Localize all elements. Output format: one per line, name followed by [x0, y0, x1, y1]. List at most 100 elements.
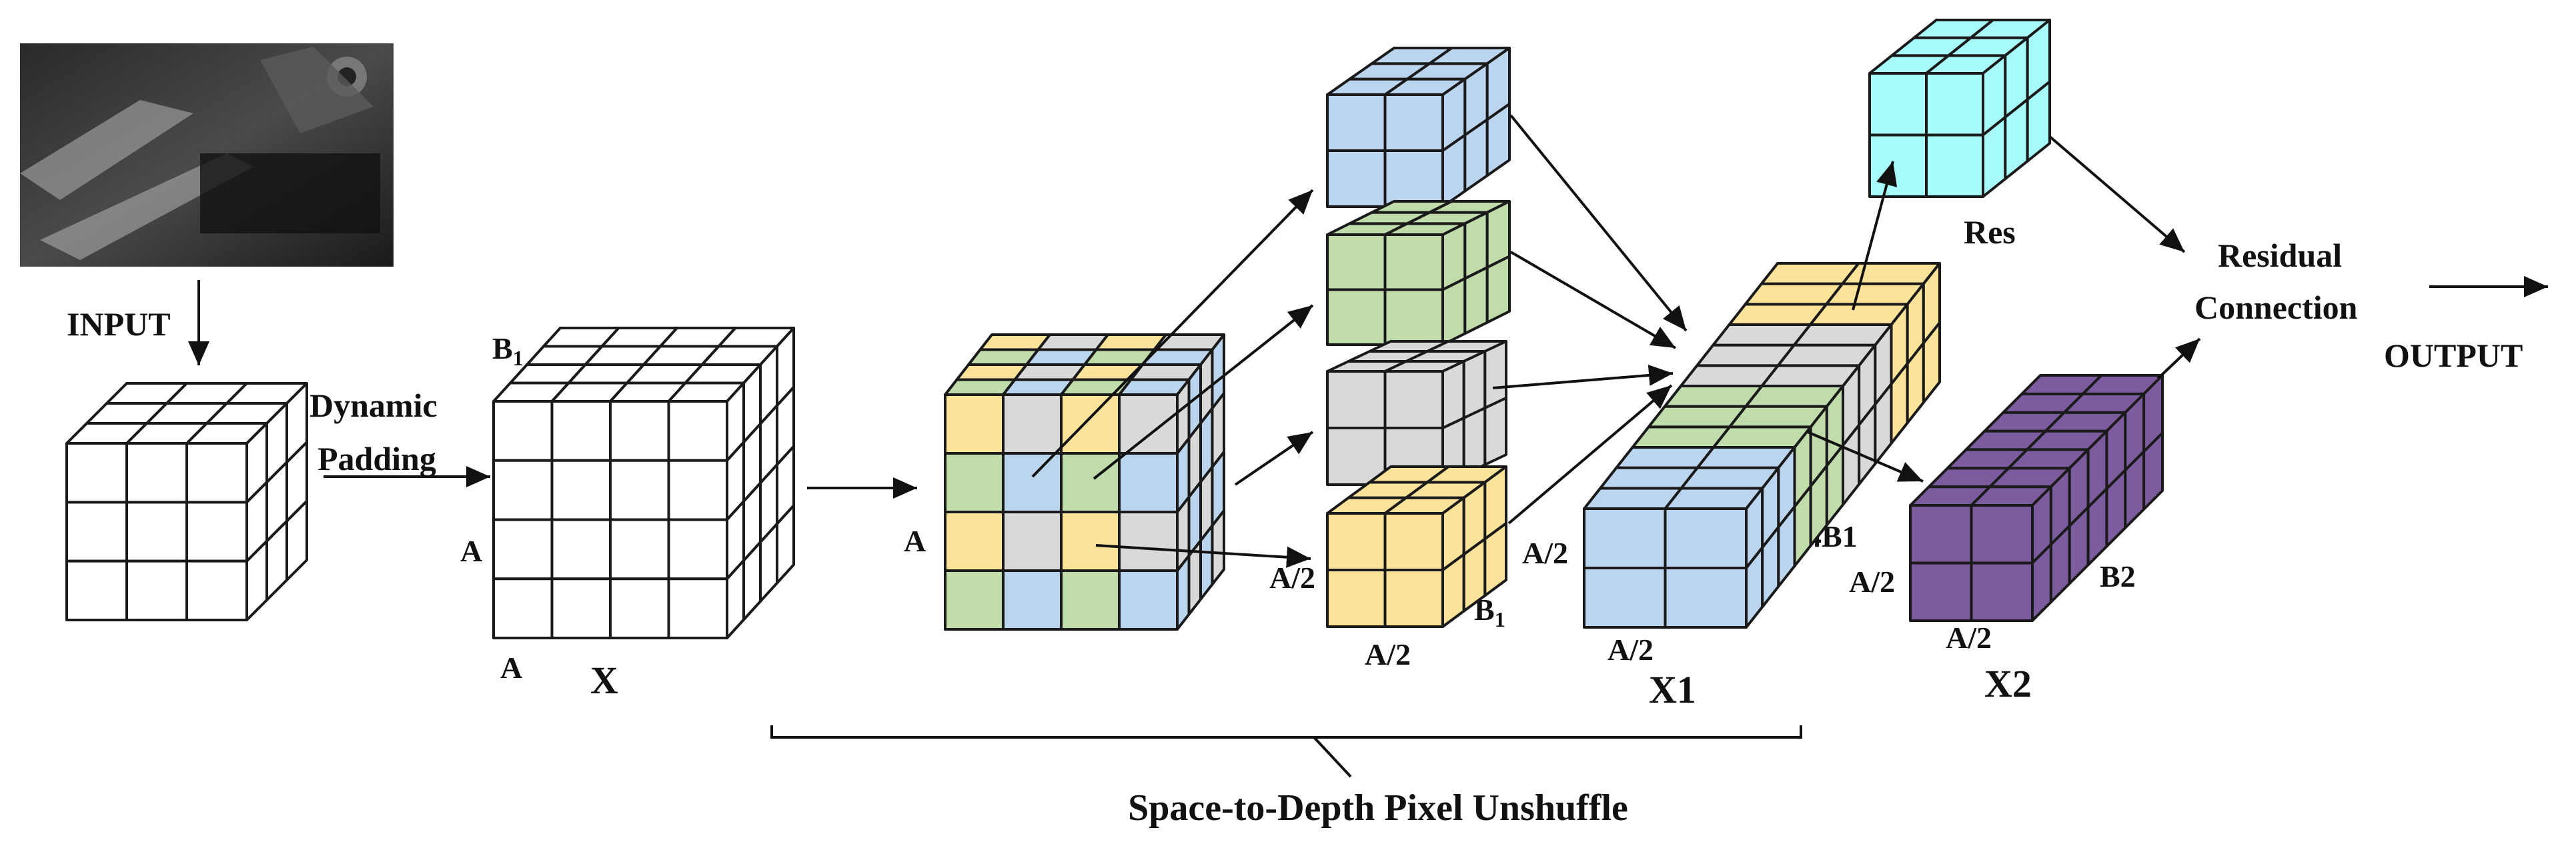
stack-cube-blue-front-cell: [1383, 93, 1444, 152]
res-cube-front-cell: [1925, 72, 1984, 137]
x2-name-label: X2: [1984, 662, 2032, 705]
x-cube-front-cell: [609, 577, 670, 639]
x-cube: [492, 327, 795, 639]
mid-height-label: A: [904, 524, 926, 558]
x-cube-front-cell: [492, 400, 554, 462]
x1-name-label: X1: [1649, 668, 1696, 711]
pixel-grid-cube-front-cell: [1002, 393, 1063, 455]
pixel-grid-cube: [944, 333, 1225, 631]
stack-cube-green-front-cell: [1326, 288, 1387, 346]
input-cube-front-cell: [125, 559, 188, 621]
x1-cube-front-cell: [1583, 507, 1667, 569]
res-cube: [1868, 19, 2051, 198]
x1-cube-side-cell: [1922, 321, 1941, 404]
arrow-x1-to-res: [1852, 161, 1898, 311]
stack-cube-green-side-cell: [1441, 277, 1467, 346]
stack-cube-green-side-cell: [1463, 266, 1489, 335]
input-cube-front-cell: [125, 442, 188, 504]
stack-cube-yellow-front-cell: [1326, 569, 1387, 628]
arrow-split-blue: [1031, 189, 1314, 478]
x-cube-front-cell: [550, 400, 612, 462]
x-cube-front-cell: [609, 400, 670, 462]
arrow-blue-to-x1: [1509, 114, 1688, 332]
stack-cube-yellow-front-cell: [1383, 512, 1444, 571]
arrow-split-green: [1093, 304, 1314, 480]
stack-cube-blue-front-cell: [1326, 93, 1387, 152]
stack-cube-green-front-cell: [1326, 233, 1387, 291]
res-cube-front-cell: [1868, 133, 1928, 198]
arrow-x2-to-residual: [2156, 337, 2201, 380]
stack-cube-blue-side-cell: [1485, 103, 1511, 177]
pixel-grid-cube-side-cell: [1176, 554, 1191, 631]
x-cube-front-cell: [667, 459, 728, 521]
stack-cube-gray-front-cell: [1326, 370, 1387, 429]
arrow-split-yellow: [1095, 544, 1311, 568]
cube-group: [65, 19, 2164, 639]
x2-cube-front-cell: [1909, 561, 1973, 622]
stack-cube-yellow: [1326, 465, 1507, 628]
input-cube-front-cell: [185, 559, 248, 621]
arrow-yellow-to-x1: [1507, 384, 1673, 525]
x1-cube: [1583, 262, 1941, 629]
stack-cube-gray-side-cell: [1462, 350, 1487, 419]
x-cube-front-cell: [550, 459, 612, 521]
pixel-grid-cube-front-cell: [944, 569, 1005, 631]
bracket-caption: Space-to-Depth Pixel Unshuffle: [1128, 787, 1628, 829]
pixel-grid-cube-front-cell: [1118, 569, 1179, 631]
res-cube-front-cell: [1868, 72, 1928, 137]
input-cube-front-cell: [125, 501, 188, 563]
x2-depth-label: B2: [2100, 559, 2136, 593]
pixel-grid-cube-front-cell: [1002, 511, 1063, 572]
arrow-x1-to-x2: [1807, 431, 1924, 483]
arrow-split-gray: [1234, 431, 1314, 486]
space-to-depth-bracket: [770, 725, 1802, 778]
x2-cube: [1909, 374, 2164, 622]
stack-width-label: A/2: [1365, 637, 1411, 671]
x-height-label: A: [460, 534, 482, 568]
pixel-grid-cube-front-cell: [1002, 569, 1063, 631]
x-cube-front-cell: [492, 459, 554, 521]
stack-cube-gray-side-cell: [1462, 407, 1487, 476]
x-cube-front-cell: [550, 518, 612, 581]
pixel-grid-cube-front-cell: [1118, 452, 1179, 513]
residual-label-line2: Connection: [2194, 289, 2358, 326]
x-cube-front-cell: [667, 400, 728, 462]
input-cube-side-cell: [285, 499, 308, 581]
stack-cube-green-side-cell: [1485, 255, 1511, 324]
x-cube-front-cell: [492, 518, 554, 581]
input-cube-front-cell: [65, 501, 128, 563]
res-label: Res: [1964, 213, 2016, 251]
pixel-grid-cube-front-cell: [1118, 393, 1179, 455]
pixel-grid-cube-front-cell: [1060, 569, 1121, 631]
stack-cube-green-front-cell: [1383, 233, 1444, 291]
x2-width-label: A/2: [1946, 621, 1992, 655]
x2-cube-side-cell: [2142, 431, 2164, 511]
input-cube-front-cell: [185, 501, 248, 563]
x-cube-front-cell: [609, 518, 670, 581]
x-cube-front-cell: [667, 518, 728, 581]
arrow-res-to-residual: [2048, 135, 2186, 253]
stack-cube-gray-side-cell: [1483, 340, 1507, 409]
pixel-grid-cube-front-cell: [944, 393, 1005, 455]
x-width-label: A: [500, 651, 522, 685]
input-cube-front-cell: [65, 442, 128, 504]
arrow-green-to-x1: [1509, 251, 1677, 349]
x2-cube-front-cell: [1909, 504, 1973, 565]
x2-cube-front-cell: [1970, 504, 2034, 565]
res-cube-front-cell: [1925, 133, 1984, 198]
input-image: [20, 43, 394, 267]
x-cube-front-cell: [550, 577, 612, 639]
stack-cube-gray-side-cell: [1483, 397, 1507, 466]
pixel-grid-cube-front-cell: [1060, 511, 1121, 572]
pixel-grid-cube-side-cell: [1199, 524, 1214, 601]
stack-cube-gray-side-cell: [1441, 360, 1465, 429]
stack-cube-green-front-cell: [1383, 288, 1444, 346]
x1-cube-front-cell: [1664, 507, 1748, 569]
arrow-group: [188, 114, 2548, 568]
pixel-grid-cube-front-cell: [1118, 511, 1179, 572]
pixel-grid-cube-front-cell: [944, 511, 1005, 572]
stack-cube-gray: [1326, 340, 1507, 486]
arrow-gray-to-x1: [1492, 364, 1674, 389]
x1-height-label: A/2: [1522, 536, 1568, 570]
